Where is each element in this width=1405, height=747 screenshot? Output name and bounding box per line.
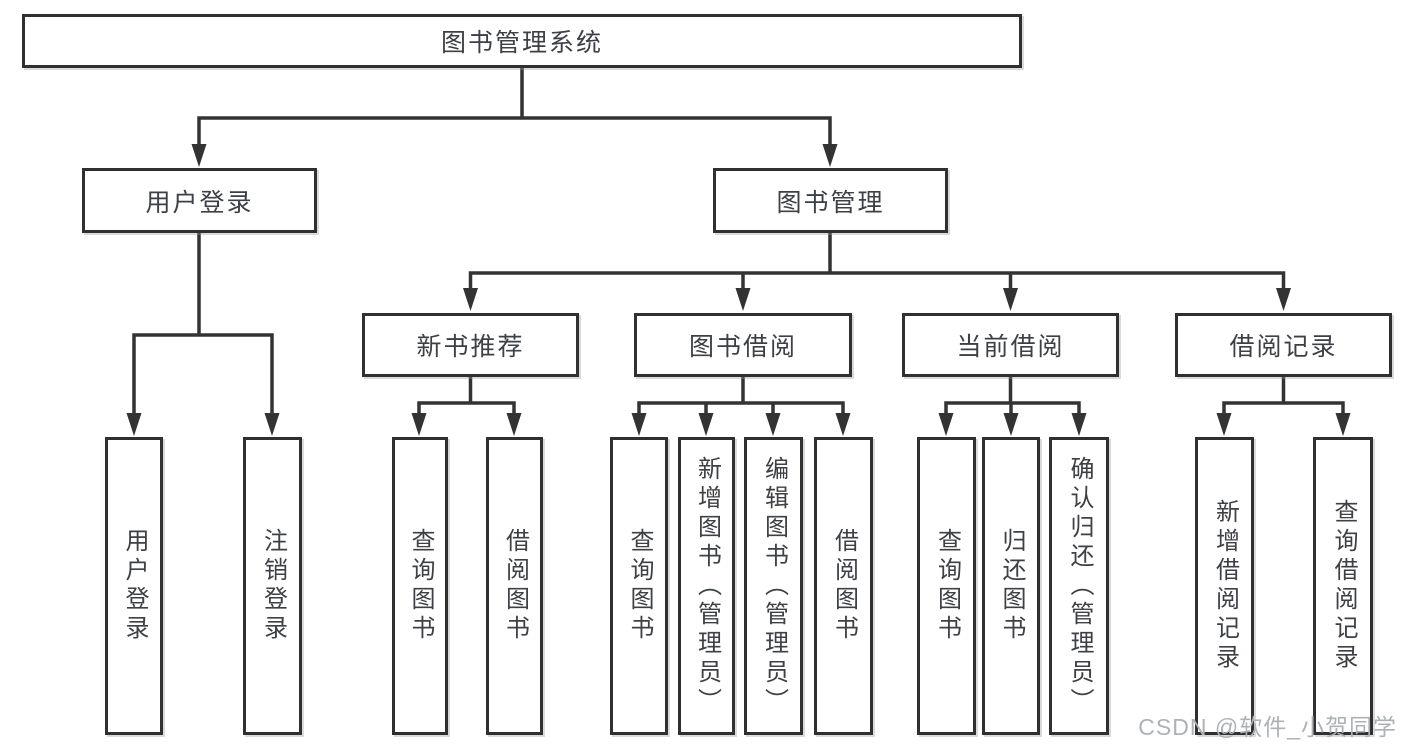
leaf-recommend-query-books: 查询图书 — [392, 437, 448, 735]
node-current-borrow-label: 当前借阅 — [956, 333, 1065, 361]
arrowhead-icon — [938, 413, 954, 436]
leaf-current-confirm-return-admin: 确认归还（管理员） — [1049, 437, 1109, 735]
leaf-borrow-edit-books-admin-label: 编辑图书（管理员） — [760, 455, 788, 717]
leaf-borrow-query-books: 查询图书 — [610, 437, 668, 735]
arrowhead-icon — [631, 413, 647, 436]
leaf-current-query-books: 查询图书 — [917, 437, 976, 735]
arrowhead-icon — [463, 288, 478, 311]
connector-new-book-branch — [417, 375, 516, 422]
leaf-logout-label: 注销登录 — [259, 528, 287, 644]
leaf-recommend-borrow-books-label: 借阅图书 — [501, 528, 529, 644]
connector-user-login-branch — [132, 231, 274, 422]
arrowhead-icon — [191, 144, 207, 167]
leaf-user-login: 用户登录 — [105, 437, 163, 735]
arrowhead-icon — [1335, 413, 1351, 436]
leaf-borrow-add-books-admin: 新增图书（管理员） — [678, 437, 735, 735]
node-book-borrow: 图书借阅 — [634, 313, 852, 377]
leaf-user-login-label: 用户登录 — [121, 528, 148, 644]
leaf-records-add-borrow-record-label: 新增借阅记录 — [1211, 499, 1239, 673]
node-current-borrow: 当前借阅 — [902, 313, 1119, 377]
connector-current-borrow-branch — [944, 375, 1081, 422]
node-borrow-records-label: 借阅记录 — [1229, 333, 1338, 361]
leaf-borrow-borrow-books-label: 借阅图书 — [830, 528, 858, 644]
connector-paths — [132, 66, 1345, 422]
leaf-borrow-query-books-label: 查询图书 — [626, 528, 653, 644]
leaf-borrow-edit-books-admin: 编辑图书（管理员） — [744, 437, 803, 735]
leaf-current-confirm-return-admin-label: 确认归还（管理员） — [1066, 455, 1093, 717]
leaf-records-add-borrow-record: 新增借阅记录 — [1195, 437, 1254, 735]
leaf-current-return-books: 归还图书 — [982, 437, 1040, 735]
node-book-management-label: 图书管理 — [776, 188, 885, 217]
leaf-current-query-books-label: 查询图书 — [933, 528, 961, 644]
leaf-records-query-borrow-record: 查询借阅记录 — [1313, 437, 1373, 735]
connector-borrow-records-branch — [1222, 375, 1345, 422]
arrowhead-icon — [1216, 413, 1232, 436]
connector-book-management-branch — [468, 231, 1286, 297]
node-new-book-recommend: 新书推荐 — [362, 313, 579, 377]
connector-root — [197, 66, 832, 152]
node-user-login-label: 用户登录 — [145, 188, 254, 217]
node-book-management-system: 图书管理系统 — [22, 14, 1022, 68]
leaf-recommend-query-books-label: 查询图书 — [407, 528, 434, 644]
watermark: CSDN @软件_小贺同学 — [1138, 714, 1397, 740]
connector-book-borrow-branch — [637, 375, 845, 422]
node-new-book-recommend-label: 新书推荐 — [416, 333, 525, 361]
leaf-current-return-books-label: 归还图书 — [998, 528, 1025, 644]
arrowhead-icon — [1003, 413, 1019, 436]
arrowhead-icon — [1276, 288, 1291, 311]
node-book-borrow-label: 图书借阅 — [688, 333, 797, 361]
leaf-borrow-add-books-admin-label: 新增图书（管理员） — [693, 455, 721, 717]
arrowhead-icon — [765, 413, 781, 436]
leaf-records-query-borrow-record-label: 查询借阅记录 — [1330, 499, 1357, 673]
leaf-borrow-borrow-books: 借阅图书 — [814, 437, 873, 735]
arrowhead-icon — [126, 413, 142, 436]
arrowhead-icon — [506, 413, 522, 436]
node-user-login: 用户登录 — [82, 168, 317, 233]
arrowhead-icon — [698, 413, 714, 436]
arrowhead-icon — [1071, 413, 1087, 436]
arrowhead-icon — [835, 413, 851, 436]
arrowhead-icon — [411, 413, 427, 436]
arrowhead-icon — [822, 144, 838, 167]
arrowheads — [126, 144, 1351, 436]
node-borrow-records: 借阅记录 — [1175, 313, 1392, 377]
arrowhead-icon — [735, 288, 751, 311]
arrowhead-icon — [1003, 288, 1018, 311]
node-book-management: 图书管理 — [713, 168, 948, 233]
arrowhead-icon — [264, 413, 280, 436]
leaf-logout: 注销登录 — [243, 437, 302, 735]
leaf-recommend-borrow-books: 借阅图书 — [486, 437, 543, 735]
node-book-management-system-label: 图书管理系统 — [440, 29, 603, 57]
